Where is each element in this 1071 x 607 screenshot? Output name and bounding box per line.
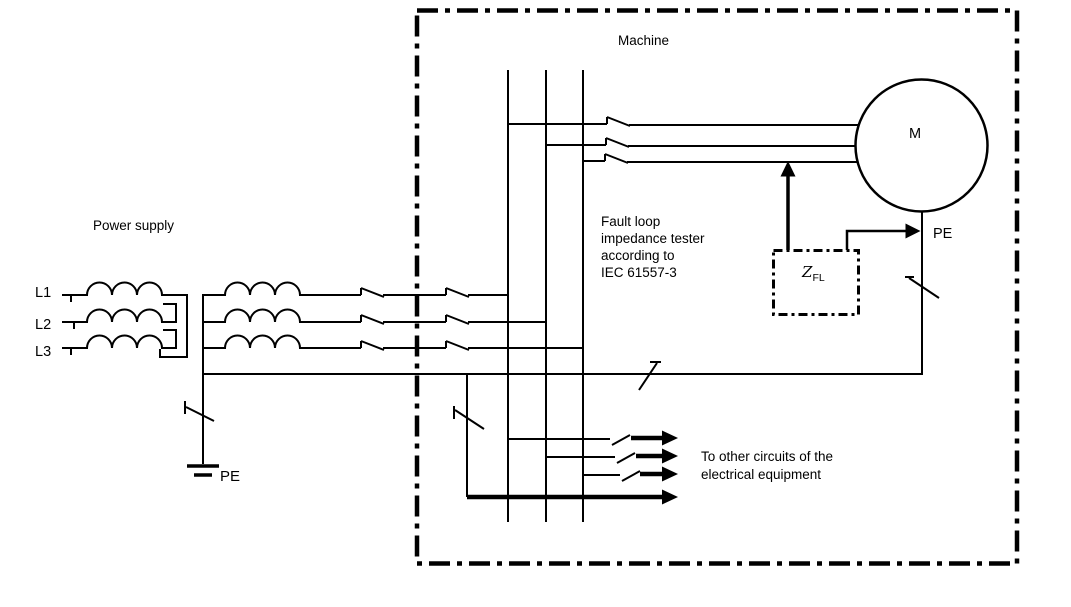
fault-tester-label-line1: Fault loop [601, 214, 660, 229]
switch-icon-l2-a [360, 314, 385, 325]
motor-switch-icon-1 [606, 116, 631, 127]
machine-boundary-icon [414, 8, 1020, 566]
up-arrow-icon [780, 161, 796, 177]
transformer-primary-coil-l2 [62, 303, 177, 323]
fault-tester-label-line4: IEC 61557-3 [601, 265, 677, 280]
zfl-probe-line-pe [845, 229, 906, 250]
zfl-label: ZFL [801, 263, 825, 284]
phase-label-l2: L2 [35, 317, 51, 333]
motor-switch-icon-3 [604, 153, 629, 164]
right-arrow-icon [905, 223, 921, 239]
motor-label: M [909, 126, 921, 142]
branch-break-slash-3 [621, 470, 641, 482]
other-circuits-arrow-icon-3 [662, 466, 678, 482]
transformer-secondary-coil-l2 [203, 308, 361, 323]
fault-loop-tester-group: Fault loop impedance tester according to… [601, 161, 921, 316]
power-supply-label: Power supply [93, 218, 174, 233]
switch-icon-l3-a [360, 340, 385, 351]
transformer-secondary-coil-l3 [203, 334, 361, 349]
earth-switch-icon [184, 401, 215, 422]
other-circuits-arrow-icon-4 [662, 489, 678, 505]
bus-lines-group [507, 70, 584, 522]
feeder-lines-group [360, 287, 583, 351]
transformer-secondary-coil-l1 [202, 281, 361, 464]
phase-label-l1: L1 [35, 285, 51, 301]
other-circuits-arrow-icon-1 [662, 430, 678, 446]
pe-motor-switch-icon [905, 276, 940, 299]
fault-tester-label-line2: impedance tester [601, 231, 705, 246]
motor-circle-icon [854, 78, 989, 213]
switch-icon-l3-b [445, 340, 470, 351]
machine-label: Machine [618, 33, 669, 48]
motor-branch-group: M [508, 78, 989, 213]
branch-break-slash-2 [616, 452, 636, 464]
pe-label-motor: PE [933, 226, 953, 242]
other-circuits-label-line1: To other circuits of the [701, 449, 833, 464]
transformer-primary-coil-l1 [62, 281, 188, 358]
other-circuits-group: To other circuits of the electrical equi… [453, 374, 833, 505]
pe-network-group: PE [203, 211, 953, 391]
switch-icon-l1-a [360, 287, 385, 298]
machine-boundary-group: Machine [414, 8, 1020, 566]
pe-conductor-line [203, 211, 923, 375]
zfl-symbol-text: Z [801, 263, 813, 281]
switch-icon-l2-b [445, 314, 470, 325]
other-circuits-arrow-icon-2 [662, 448, 678, 464]
zfl-subscript-text: FL [812, 272, 824, 284]
switch-icon-l1-b [445, 287, 470, 298]
phase-label-l3: L3 [35, 344, 51, 360]
branch-break-slash-1 [611, 434, 631, 446]
other-circuits-label-line2: electrical equipment [701, 467, 821, 482]
power-supply-group: Power supply L1 L2 L3 PE [35, 218, 361, 485]
transformer-primary-coil-l3 [62, 329, 177, 349]
pe-label-ground: PE [220, 468, 240, 485]
other-circuits-switch-icon [453, 406, 485, 430]
fault-tester-label-line3: according to [601, 248, 675, 263]
ground-icon [187, 464, 219, 477]
motor-switch-icon-2 [605, 137, 630, 148]
zfl-box [772, 249, 860, 316]
pe-break-slash-icon [638, 361, 661, 391]
